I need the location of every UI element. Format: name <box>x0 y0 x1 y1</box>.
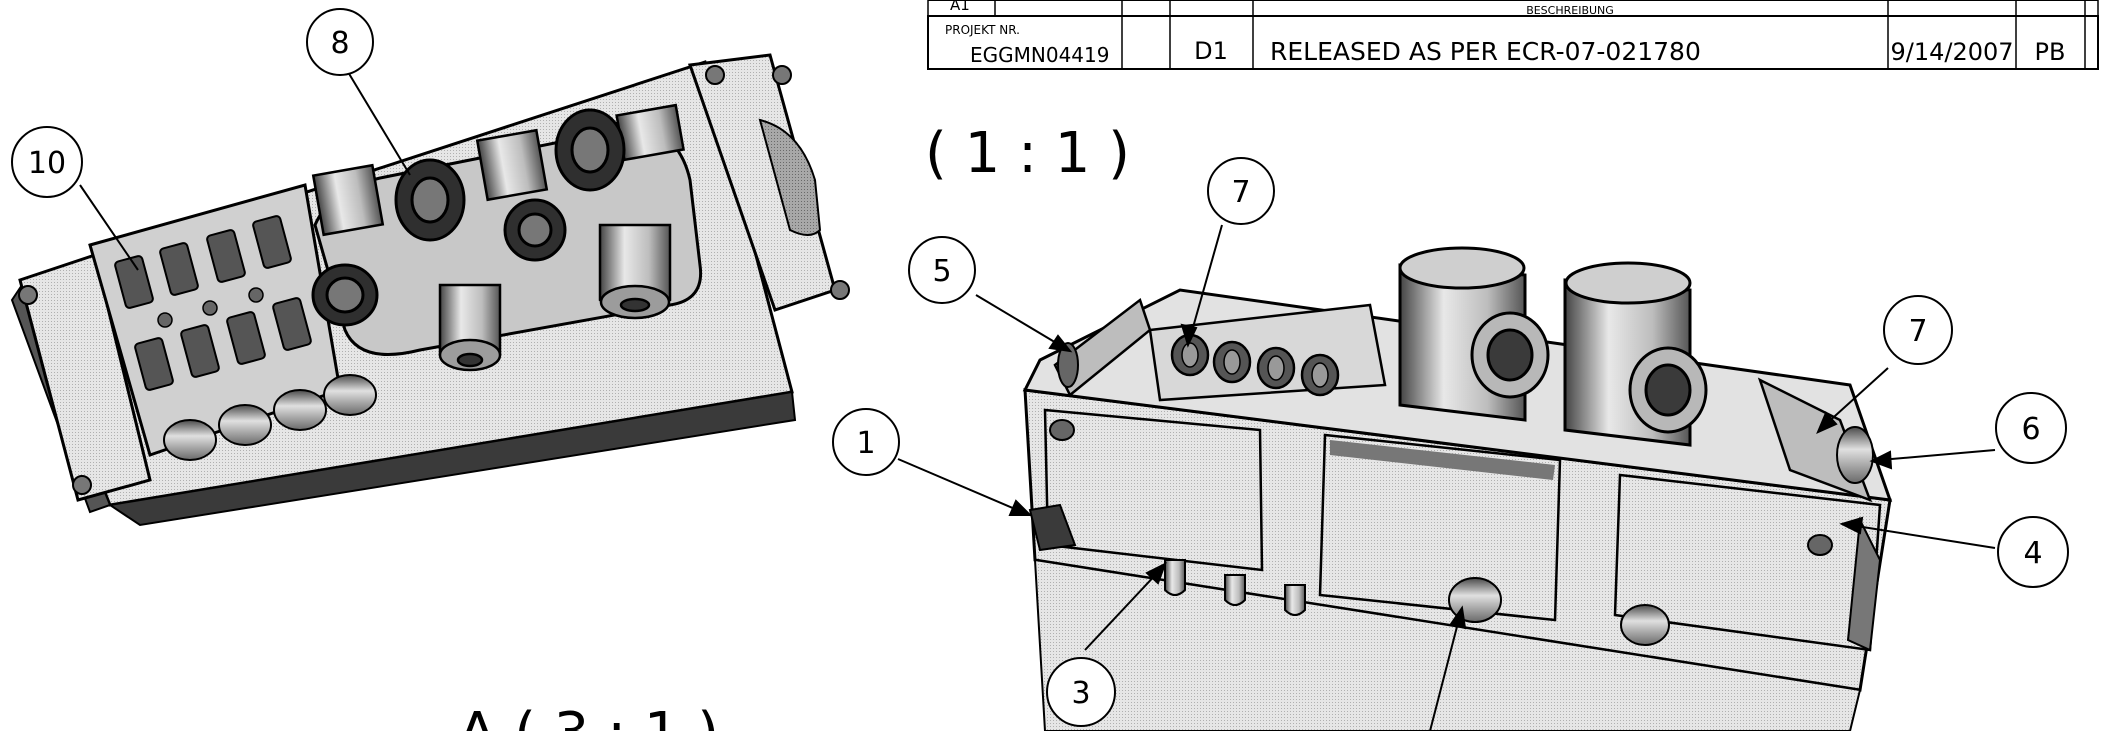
callout-6: 6 <box>1995 392 2067 464</box>
callout-5: 5 <box>908 236 976 304</box>
callout-1: 1 <box>832 408 900 476</box>
scale-label-left: A ( 3 : 1 ) <box>458 701 719 731</box>
left-base-shadow <box>107 390 797 527</box>
callout-3: 3 <box>1046 657 1116 727</box>
svg-text:10: 10 <box>28 146 66 181</box>
callout-bubbles: 8 10 7 5 7 6 1 4 <box>11 8 2069 727</box>
callout-9: 8 <box>306 8 374 76</box>
svg-text:5: 5 <box>932 254 951 289</box>
projekt-label: PROJEKT NR. <box>945 23 1020 37</box>
projekt-number: EGGMN04419 <box>970 43 1109 67</box>
right-connector-view <box>1022 246 1893 731</box>
date-cell: 9/14/2007 <box>1890 38 2013 66</box>
svg-text:8: 8 <box>330 26 349 61</box>
left-end-latch-left <box>18 253 152 502</box>
description-header: BESCHREIBUNG <box>1526 4 1614 17</box>
callout-10: 10 <box>11 126 83 198</box>
svg-text:7: 7 <box>1908 314 1927 349</box>
callout-4: 4 <box>1997 516 2069 588</box>
leader-lines <box>79 66 1996 731</box>
revision-cell: D1 <box>1194 37 1228 65</box>
svg-text:6: 6 <box>2021 412 2040 447</box>
left-connector-view <box>10 53 850 527</box>
svg-text:4: 4 <box>2023 536 2042 571</box>
svg-text:7: 7 <box>1231 175 1250 210</box>
initials-cell: PB <box>2035 38 2066 66</box>
title-block-top-cell: A1 <box>950 0 970 14</box>
callout-7: 7 <box>1883 295 1953 365</box>
scale-label-right: ( 1 : 1 ) <box>925 121 1130 186</box>
svg-text:1: 1 <box>856 426 875 461</box>
description-cell: RELEASED AS PER ECR-07-021780 <box>1270 37 1701 66</box>
svg-text:3: 3 <box>1071 676 1090 711</box>
callout-8: 7 <box>1207 157 1275 225</box>
title-block: A1 BESCHREIBUNG PROJEKT NR. EGGMN04419 D… <box>927 0 2099 70</box>
